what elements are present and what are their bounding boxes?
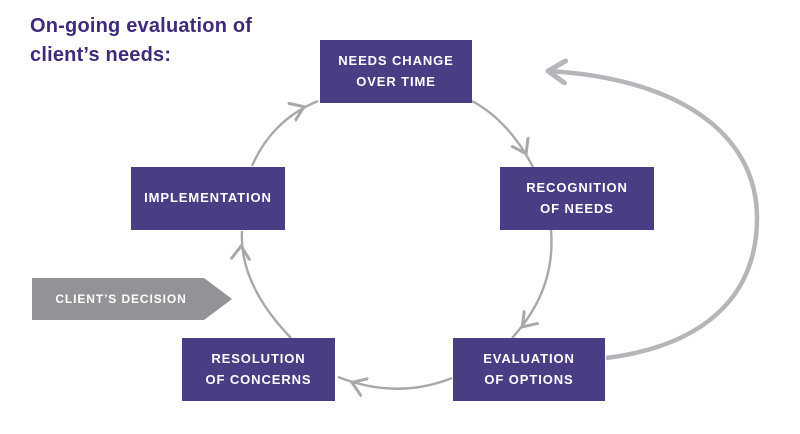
arc-implementation-to-needs-change: [250, 99, 319, 167]
node-resolution-of-concerns: RESOLUTION OF CONCERNS: [182, 338, 335, 401]
arc-resolution-to-implementation: [242, 230, 292, 339]
node-recognition-of-needs: RECOGNITION OF NEEDS: [500, 167, 654, 230]
node-implementation: IMPLEMENTATION: [131, 167, 285, 230]
arc-recognition-to-evaluation: [511, 229, 553, 339]
diagram-title: On-going evaluation of client’s needs:: [30, 15, 253, 66]
node-evaluation-of-options-label: EVALUATION OF OPTIONS: [483, 350, 575, 387]
node-needs-change-label: NEEDS CHANGE OVER TIME: [338, 52, 454, 89]
node-needs-change: NEEDS CHANGE OVER TIME: [320, 40, 472, 103]
arc-evaluation-to-resolution: [337, 375, 453, 389]
arc-needs-change-to-recognition: [471, 99, 535, 168]
clients-decision-label: CLIENT’S DECISION: [55, 292, 187, 306]
node-recognition-of-needs-label: RECOGNITION OF NEEDS: [526, 179, 628, 216]
node-evaluation-of-options: EVALUATION OF OPTIONS: [453, 338, 605, 401]
clients-decision-arrow: CLIENT’S DECISION: [32, 278, 232, 320]
node-implementation-label: IMPLEMENTATION: [144, 190, 272, 206]
node-resolution-of-concerns-label: RESOLUTION OF CONCERNS: [205, 350, 312, 387]
